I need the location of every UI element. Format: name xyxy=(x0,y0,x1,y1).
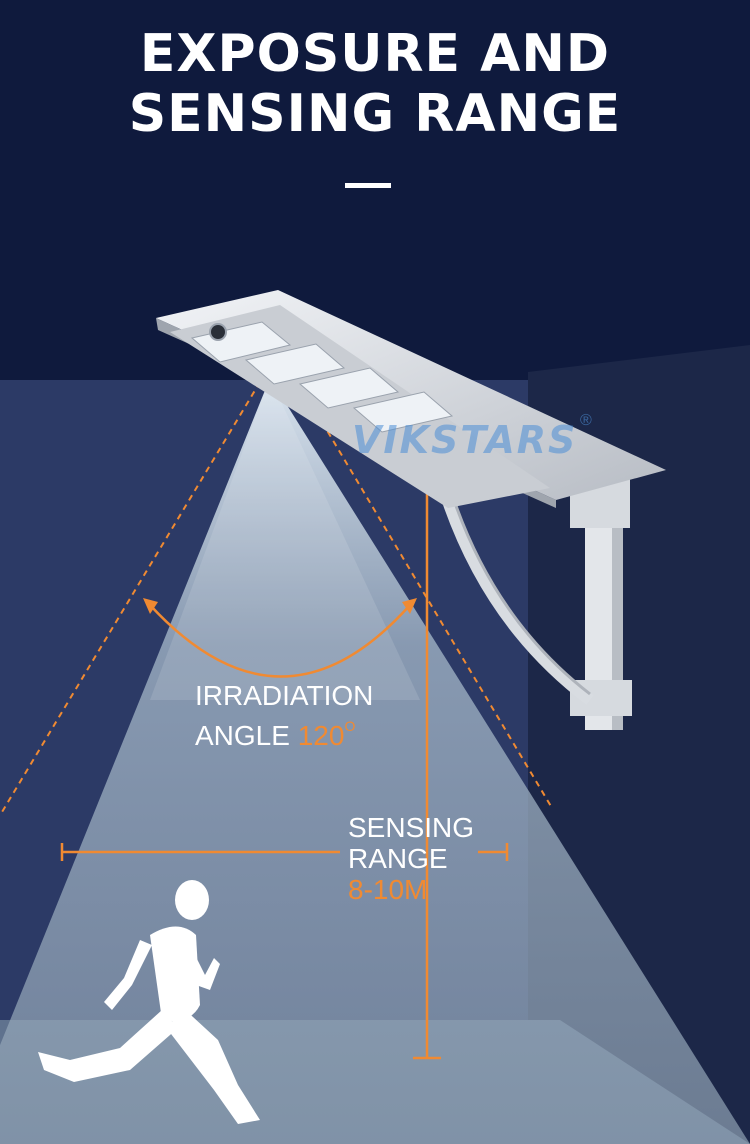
page-title-line1: EXPOSURE AND xyxy=(139,24,611,84)
irradiation-angle-value: 120O xyxy=(297,718,356,751)
irradiation-angle-arc xyxy=(149,604,411,678)
led-module-1 xyxy=(190,321,292,363)
title-divider xyxy=(345,183,391,188)
exposure-boundary-right xyxy=(321,421,553,809)
angle-unit: O xyxy=(344,718,356,734)
running-person-silhouette xyxy=(38,880,260,1124)
irradiation-angle-prefix: ANGLE xyxy=(195,720,290,751)
angle-number: 120 xyxy=(297,720,345,751)
arc-arrow-left xyxy=(143,598,158,614)
person-leg-back xyxy=(38,1010,178,1082)
person-leg-front xyxy=(168,1005,260,1124)
page-title-line2: SENSING RANGE xyxy=(128,84,622,144)
lamp-pole-shade xyxy=(612,490,623,730)
sensing-label-line1: SENSING xyxy=(348,812,475,843)
person-head xyxy=(175,880,209,920)
page-title: EXPOSURE AND SENSING RANGE xyxy=(0,24,750,144)
brand-registered-mark: ® xyxy=(580,412,592,429)
motion-sensor-icon xyxy=(209,323,227,341)
irradiation-angle-label: IRRADIATION ANGLE 120O xyxy=(195,680,373,751)
sensing-range-value: 8-10M xyxy=(348,874,428,905)
brand-watermark: VIKSTARS xyxy=(352,418,578,462)
light-beam-glow xyxy=(150,378,420,700)
led-module-3 xyxy=(298,367,400,409)
arc-arrow-right xyxy=(402,598,417,614)
irradiation-label-line1: IRRADIATION xyxy=(195,680,374,711)
sensing-range-label: SENSING RANGE 8-10M xyxy=(348,812,474,905)
sensing-label-line2: RANGE xyxy=(348,843,448,874)
person-arm-back xyxy=(104,940,152,1010)
irradiation-label-line2: ANGLE 120O xyxy=(195,711,373,751)
led-module-4 xyxy=(352,391,454,433)
led-module-2 xyxy=(244,343,346,385)
person-arm-front xyxy=(182,945,220,990)
